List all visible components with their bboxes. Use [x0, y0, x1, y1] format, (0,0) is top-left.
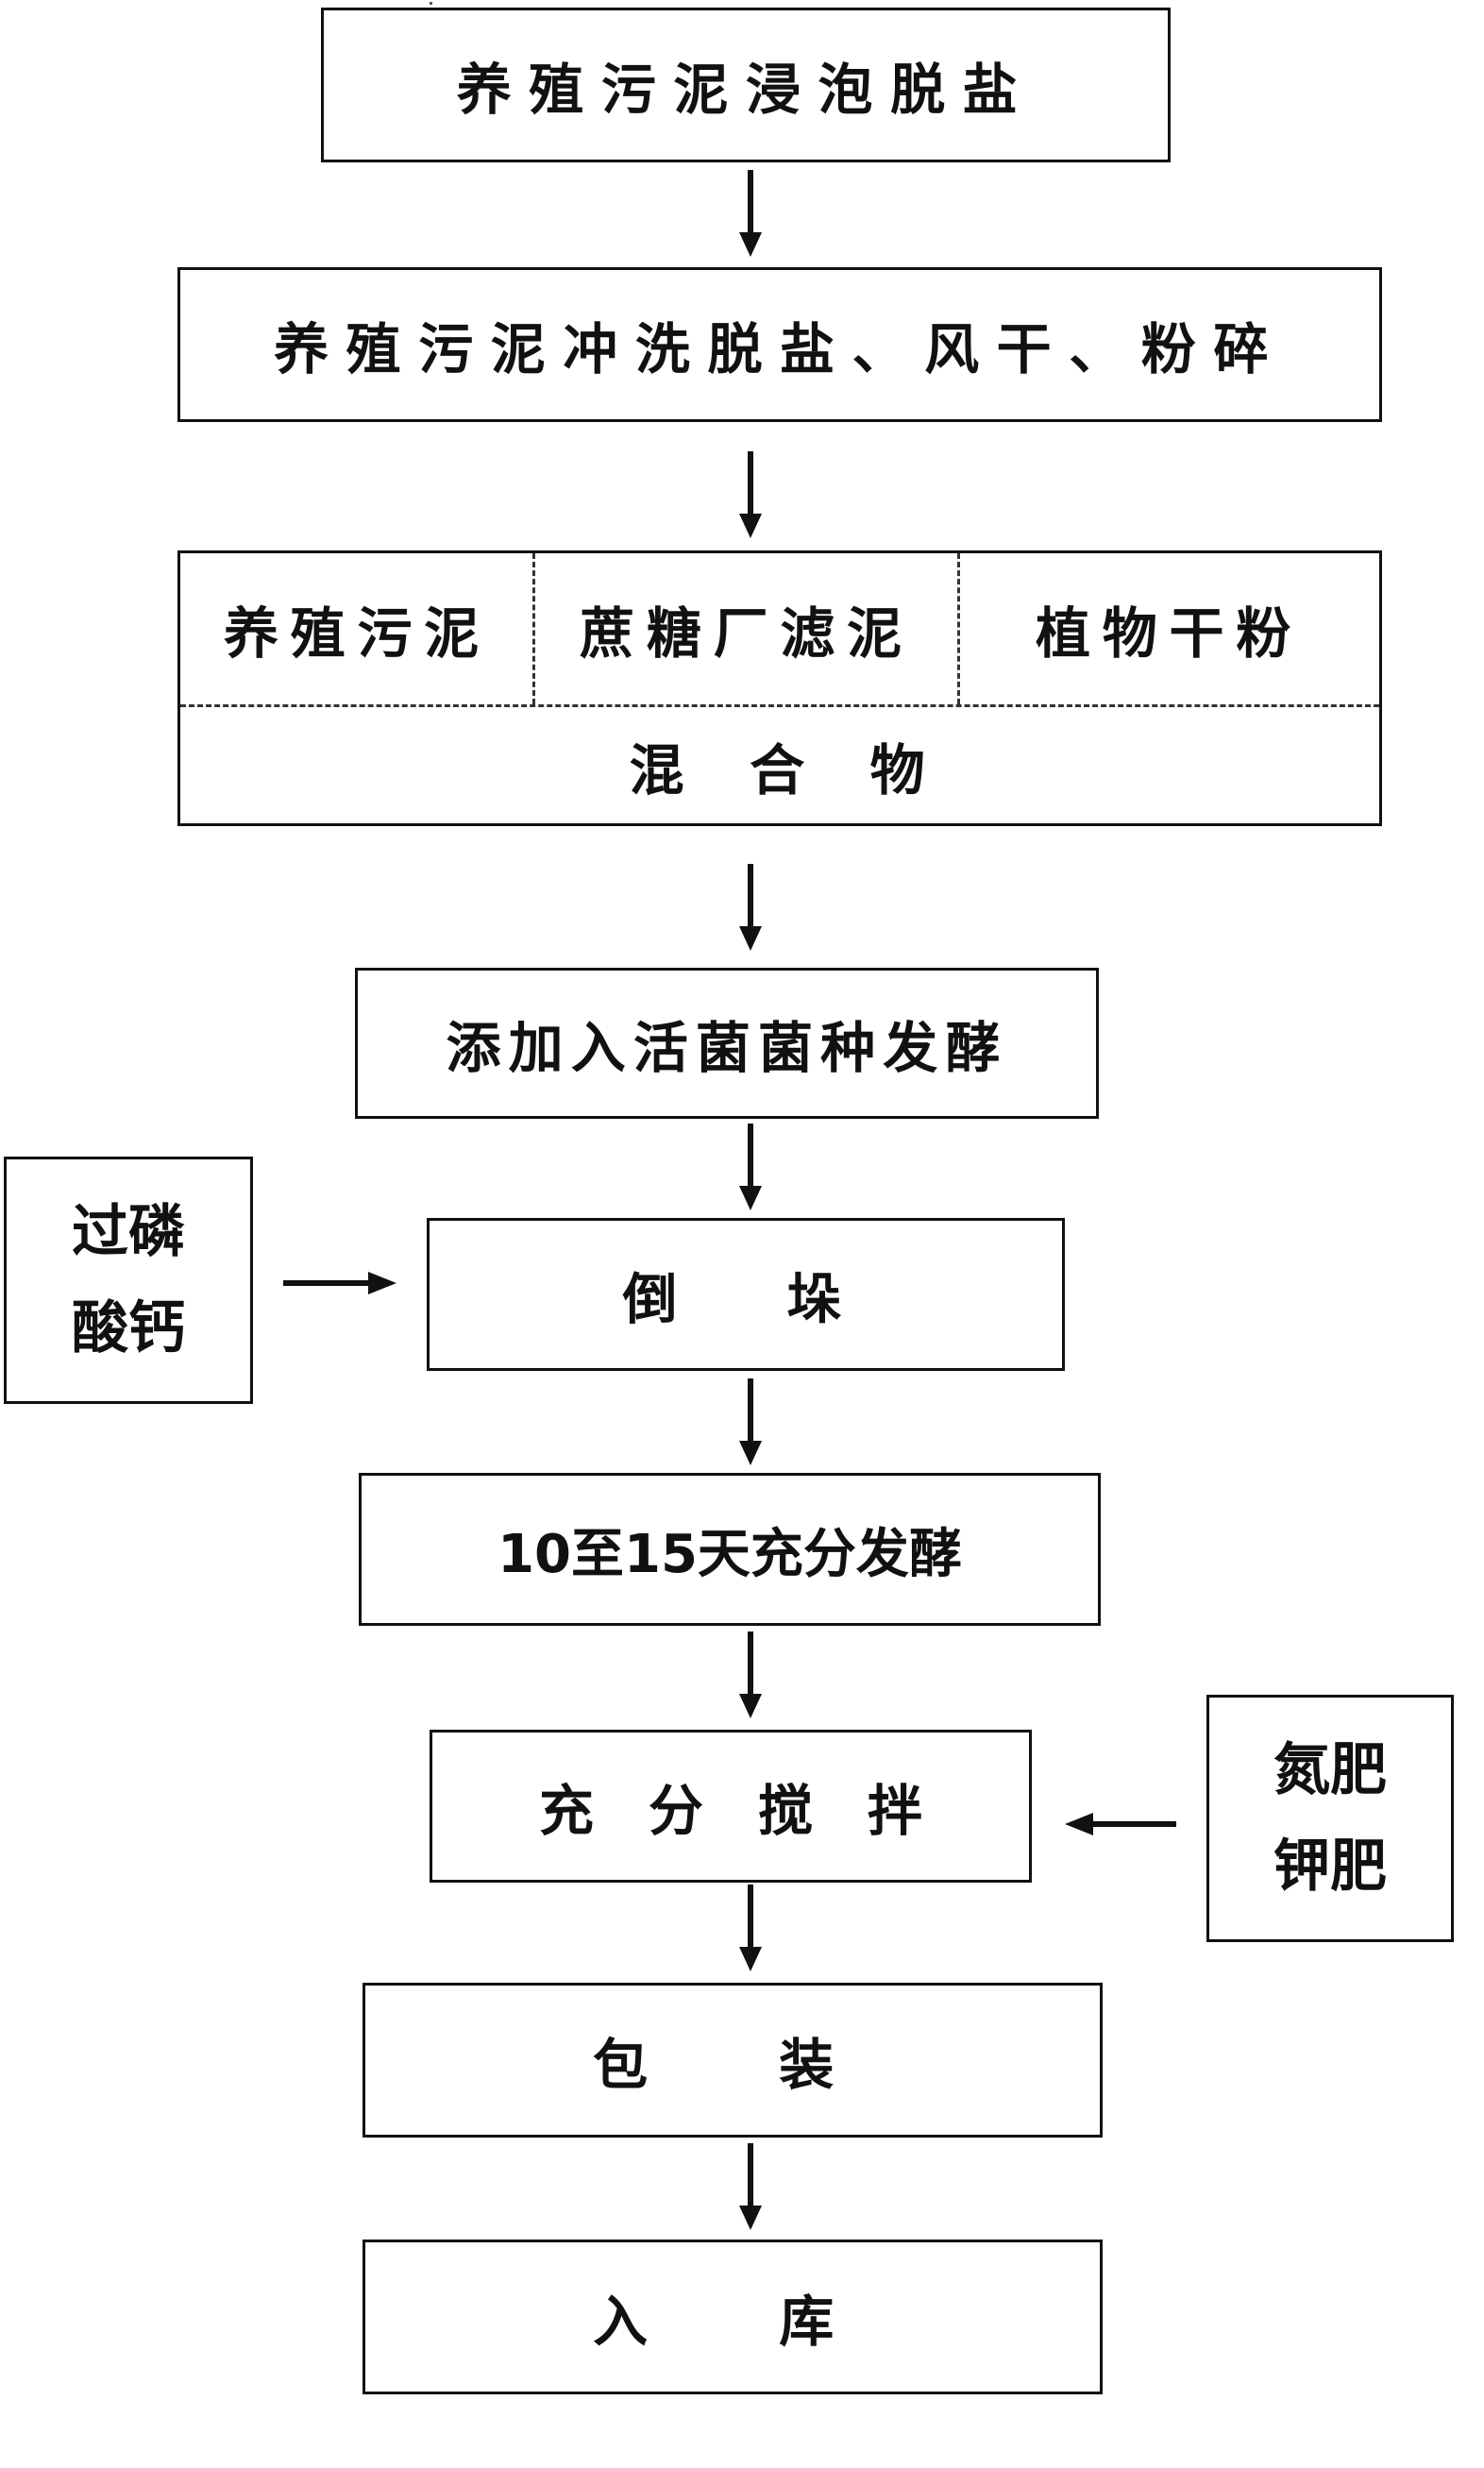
step-packaging: 包 装 [363, 1983, 1103, 2138]
divider [532, 553, 535, 704]
additive-superphosphate: 过磷 酸钙 [4, 1157, 253, 1404]
step-stir: 充 分 搅 拌 [430, 1730, 1032, 1883]
arrow-down-icon [739, 2143, 762, 2230]
step-add-culture: 添加入活菌菌种发酵 [355, 968, 1099, 1119]
ingredient-plant-powder: 植物干粉 [1035, 601, 1304, 666]
step-soak-desalt-label: 养殖污泥浸泡脱盐 [456, 58, 1036, 122]
arrow-left-icon [1065, 1813, 1176, 1835]
additive-n-k-fertilizer: 氮肥 钾肥 [1206, 1695, 1454, 1942]
step-rinse-dry-crush-label: 养殖污泥冲洗脱盐、风干、粉碎 [274, 317, 1286, 381]
arrow-down-icon [739, 1378, 762, 1465]
step-turn-pile: 倒 垛 [427, 1218, 1065, 1371]
divider [957, 553, 960, 704]
step-warehouse: 入 库 [363, 2240, 1103, 2394]
divider [180, 704, 1379, 707]
arrow-down-icon [739, 1124, 762, 1210]
step-rinse-dry-crush: 养殖污泥冲洗脱盐、风干、粉碎 [177, 267, 1382, 422]
arrow-down-icon [739, 170, 762, 257]
mixing-block [177, 550, 1382, 826]
arrow-down-icon [739, 1631, 762, 1718]
step-full-fermentation: 10至15天充分发酵 [359, 1473, 1101, 1626]
arrow-down-icon [739, 451, 762, 538]
mixture-label: 混 合 物 [629, 737, 931, 803]
arrow-right-icon [283, 1272, 396, 1294]
step-soak-desalt: 养殖污泥浸泡脱盐 [321, 8, 1171, 162]
arrow-down-icon [739, 1885, 762, 1971]
ingredient-filter-mud: 蔗糖厂滤泥 [580, 601, 914, 666]
ingredient-sludge: 养殖污泥 [223, 601, 492, 666]
arrow-down-icon [739, 864, 762, 951]
speck [430, 2, 432, 5]
